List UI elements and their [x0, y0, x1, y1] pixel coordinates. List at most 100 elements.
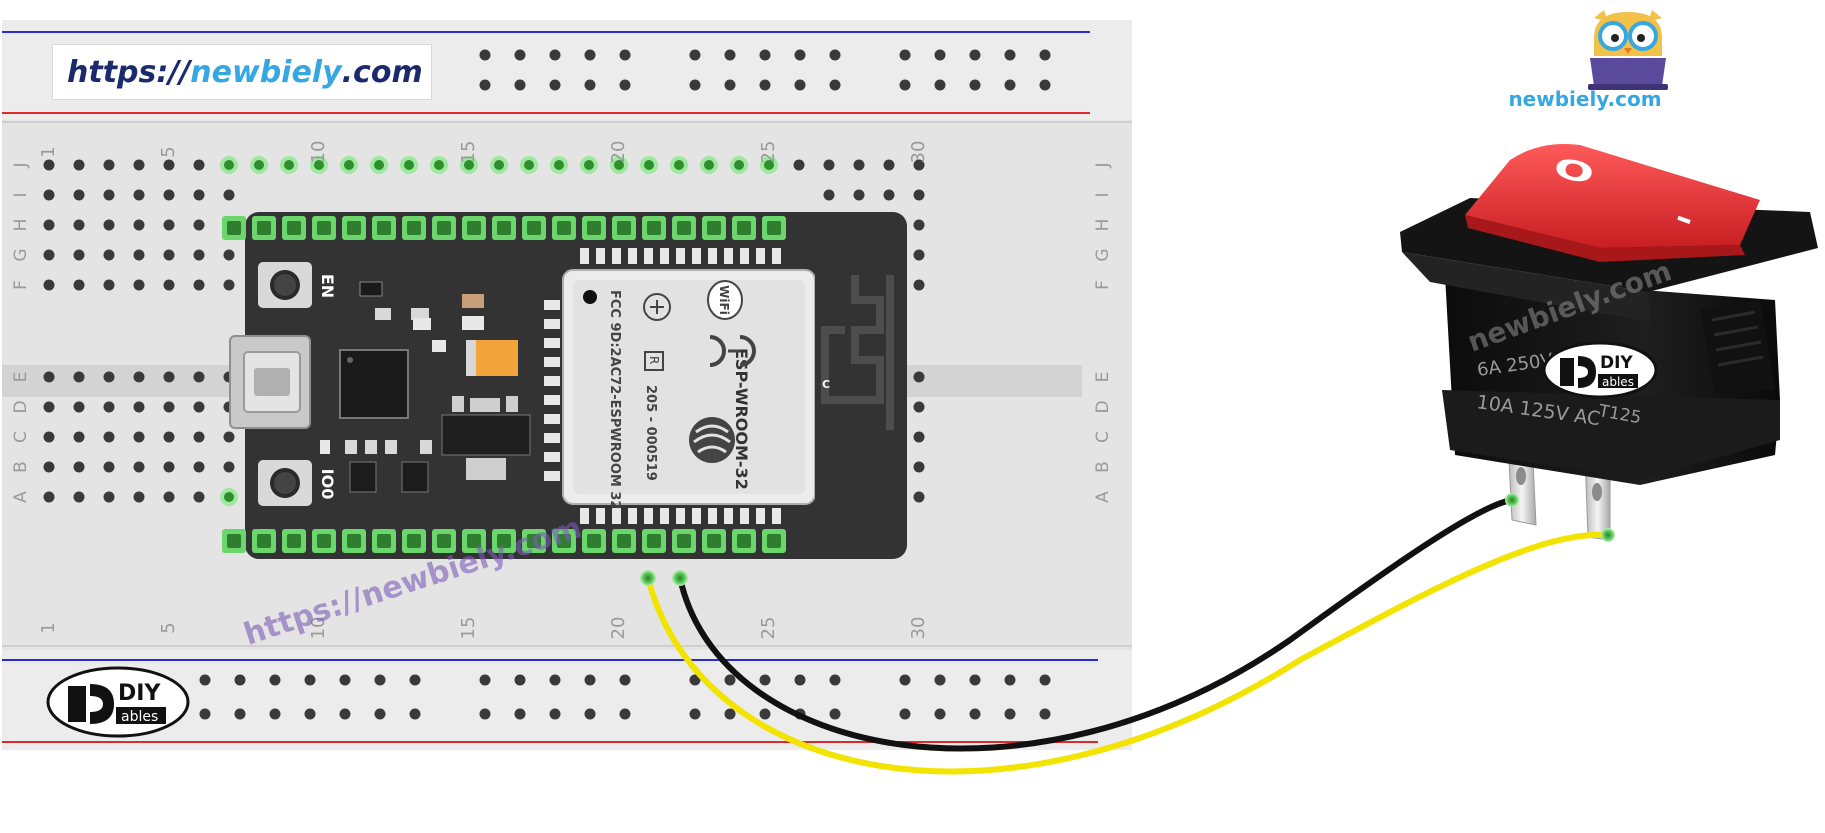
row-letter-label: D	[1093, 400, 1113, 413]
header-pin-center	[497, 534, 511, 548]
url-tld: .com	[341, 54, 423, 90]
module-pad	[772, 248, 781, 264]
power-rail-hole	[584, 674, 596, 686]
breadboard-hole	[133, 279, 145, 291]
module-pad	[612, 248, 621, 264]
wroom-module-pads	[544, 248, 781, 524]
breadboard-hole	[223, 461, 235, 473]
breadboard-hole-connected	[644, 160, 654, 170]
breadboard-hole-connected	[494, 160, 504, 170]
breadboard-hole	[913, 189, 925, 201]
row-letter-label: C	[1093, 431, 1113, 443]
breadboard-hole	[913, 461, 925, 473]
power-rail-hole	[409, 674, 421, 686]
wire-endpoint	[672, 570, 688, 586]
power-rail-hole	[549, 49, 561, 61]
breadboard-hole	[103, 461, 115, 473]
power-rail-hole	[409, 708, 421, 720]
header-pin-center	[587, 534, 601, 548]
row-letter-label: J	[1093, 162, 1113, 168]
breadboard-hole	[193, 249, 205, 261]
breadboard-hole-connected	[674, 160, 684, 170]
breadboard-hole	[163, 279, 175, 291]
power-rail-hole	[724, 708, 736, 720]
module-pad	[596, 248, 605, 264]
power-rail-hole	[479, 79, 491, 91]
header-pin-center	[407, 534, 421, 548]
column-number-label: 15	[458, 617, 479, 640]
header-pin-center	[737, 534, 751, 548]
power-rail-hole	[1004, 79, 1016, 91]
module-pad	[628, 248, 637, 264]
power-rail-hole	[829, 49, 841, 61]
power-rail-hole	[269, 708, 281, 720]
power-rail-hole	[689, 674, 701, 686]
module-pad	[692, 508, 701, 524]
module-pad	[596, 508, 605, 524]
breadboard-hole	[163, 401, 175, 413]
header-pin-center	[707, 221, 721, 235]
power-rail-hole	[1004, 49, 1016, 61]
power-rail-hole	[934, 674, 946, 686]
micro-usb-port	[229, 335, 311, 429]
breadboard-hole	[163, 431, 175, 443]
breadboard-hole	[193, 401, 205, 413]
io0-button	[258, 460, 312, 506]
power-rail-hole	[234, 674, 246, 686]
module-pad	[580, 248, 589, 264]
breadboard-hole	[913, 219, 925, 231]
power-rail-hole	[969, 49, 981, 61]
breadboard-hole	[853, 159, 865, 171]
header-pin-center	[767, 221, 781, 235]
module-pad	[544, 414, 560, 424]
breadboard-hole-connected	[734, 160, 744, 170]
power-rail-hole	[619, 79, 631, 91]
url-scheme: https://	[67, 54, 191, 90]
column-number-label: 20	[608, 141, 629, 164]
power-rail-hole	[969, 708, 981, 720]
module-pad	[756, 248, 765, 264]
breadboard-hole	[73, 491, 85, 503]
breadboard-hole	[73, 189, 85, 201]
header-pin-center	[527, 221, 541, 235]
column-number-label: 25	[758, 617, 779, 640]
breadboard-hole	[223, 189, 235, 201]
header-pin-center	[347, 534, 361, 548]
url-domain: newbiely	[190, 54, 342, 90]
power-rail-hole	[234, 708, 246, 720]
header-pin-center	[437, 534, 451, 548]
breadboard-hole	[133, 189, 145, 201]
column-number-label: 5	[158, 146, 179, 157]
header-pin-center	[767, 534, 781, 548]
breadboard-hole-connected	[284, 160, 294, 170]
esp32-pin-headers	[222, 216, 786, 553]
column-number-label: 30	[908, 617, 929, 640]
header-pin-center	[647, 534, 661, 548]
power-rail-hole	[479, 708, 491, 720]
power-rail-hole	[689, 79, 701, 91]
power-rail-hole	[514, 674, 526, 686]
wifi-logo: WiFi	[707, 280, 743, 320]
breadboard-hole	[163, 249, 175, 261]
en-button	[258, 262, 312, 308]
header-pin-center	[527, 534, 541, 548]
breadboard-hole	[43, 249, 55, 261]
breadboard-hole	[823, 189, 835, 201]
breadboard-hole	[913, 491, 925, 503]
rocker-switch: O I 6A 250V 10A 125V AC T125 newbiely.co…	[1400, 144, 1818, 541]
tantalum-capacitor	[466, 340, 518, 376]
module-pad	[580, 508, 589, 524]
breadboard-hole	[43, 189, 55, 201]
module-pad	[628, 508, 637, 524]
row-letter-label: F	[11, 280, 31, 290]
breadboard-hole	[103, 279, 115, 291]
column-number-label: 25	[758, 141, 779, 164]
breadboard-hole	[103, 219, 115, 231]
header-pin-center	[677, 221, 691, 235]
power-rail-hole	[339, 674, 351, 686]
breadboard-hole	[823, 159, 835, 171]
module-pad	[644, 508, 653, 524]
breadboard-hole	[133, 401, 145, 413]
wire-endpoint	[640, 570, 656, 586]
